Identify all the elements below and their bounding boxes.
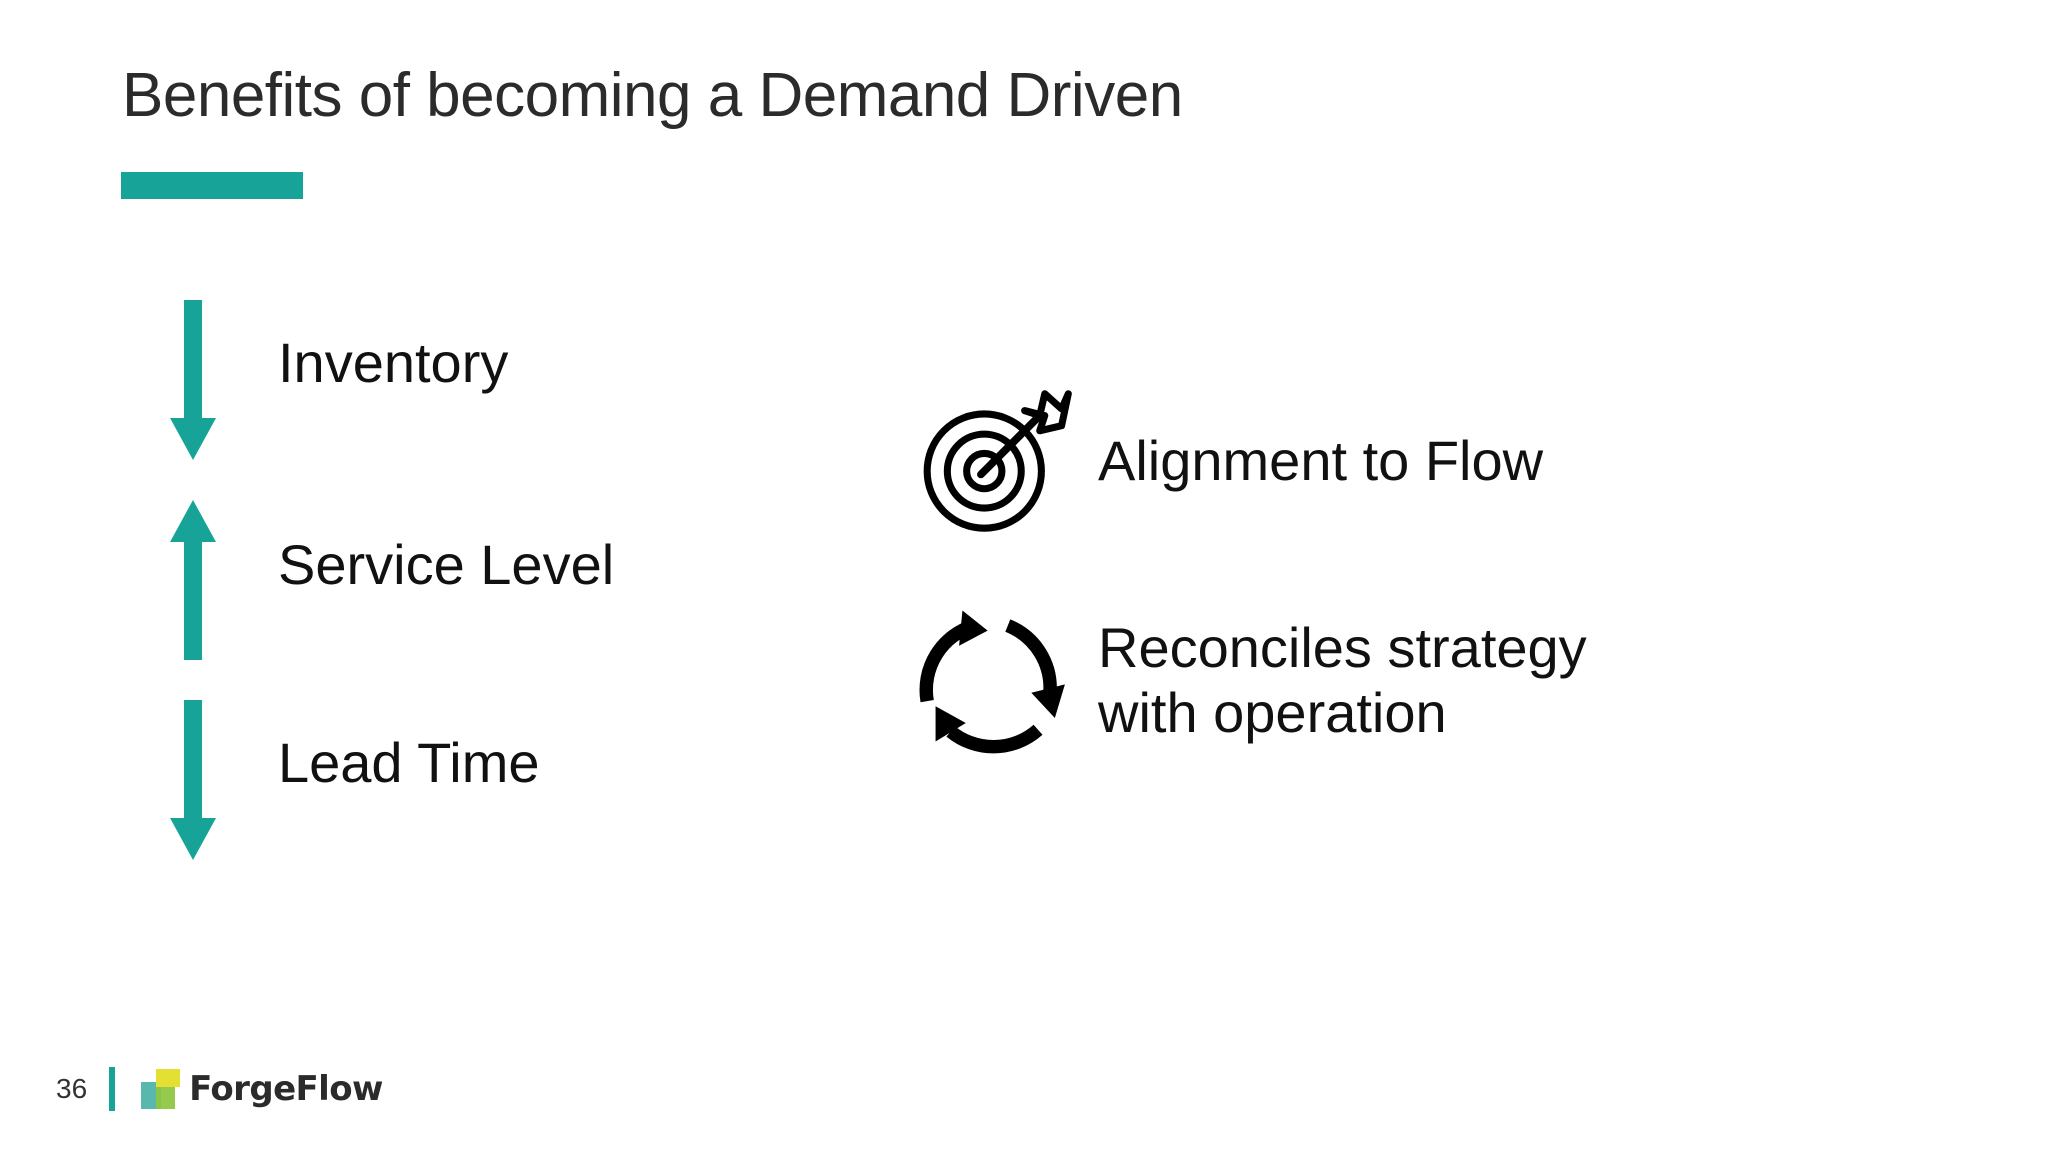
features-list: Alignment to Flow Reconciles strategy xyxy=(900,370,2000,810)
target-with-arrow-icon xyxy=(900,370,1082,552)
footer-divider xyxy=(109,1067,116,1111)
benefit-row-service-level: Service Level xyxy=(0,500,860,700)
forgeflow-logo-text: ForgeFlow xyxy=(189,1069,383,1109)
feature-line: with operation xyxy=(1098,681,1447,744)
feature-text-alignment: Alignment to Flow xyxy=(1098,429,1543,494)
benefit-label-inventory: Inventory xyxy=(278,331,509,394)
page-title: Benefits of becoming a Demand Driven xyxy=(122,61,1183,130)
feature-text-reconciles: Reconciles strategy with operation xyxy=(1098,616,1587,746)
benefit-row-lead-time: Lead Time xyxy=(0,700,860,900)
forgeflow-logo-mark-icon xyxy=(141,1069,183,1109)
benefit-label-lead-time: Lead Time xyxy=(278,731,540,794)
arrow-down-icon xyxy=(170,300,216,460)
cycle-arrows-icon xyxy=(900,590,1082,772)
benefit-label-service-level: Service Level xyxy=(278,533,615,596)
feature-row-alignment: Alignment to Flow xyxy=(900,370,2000,552)
feature-line: Reconciles strategy xyxy=(1098,616,1587,680)
feature-row-reconciles: Reconciles strategy with operation xyxy=(900,590,2000,772)
arrow-down-icon xyxy=(170,700,216,860)
forgeflow-logo: ForgeFlow xyxy=(141,1069,383,1109)
arrow-up-icon xyxy=(170,500,216,660)
page-number: 36 xyxy=(56,1073,88,1104)
slide-footer: 36 ForgeFlow xyxy=(56,1064,383,1114)
benefits-list: Inventory Service Level Lead Time xyxy=(0,300,860,900)
benefit-row-inventory: Inventory xyxy=(0,300,860,500)
feature-line: Alignment to Flow xyxy=(1098,428,1544,492)
title-accent-rule xyxy=(121,172,303,199)
